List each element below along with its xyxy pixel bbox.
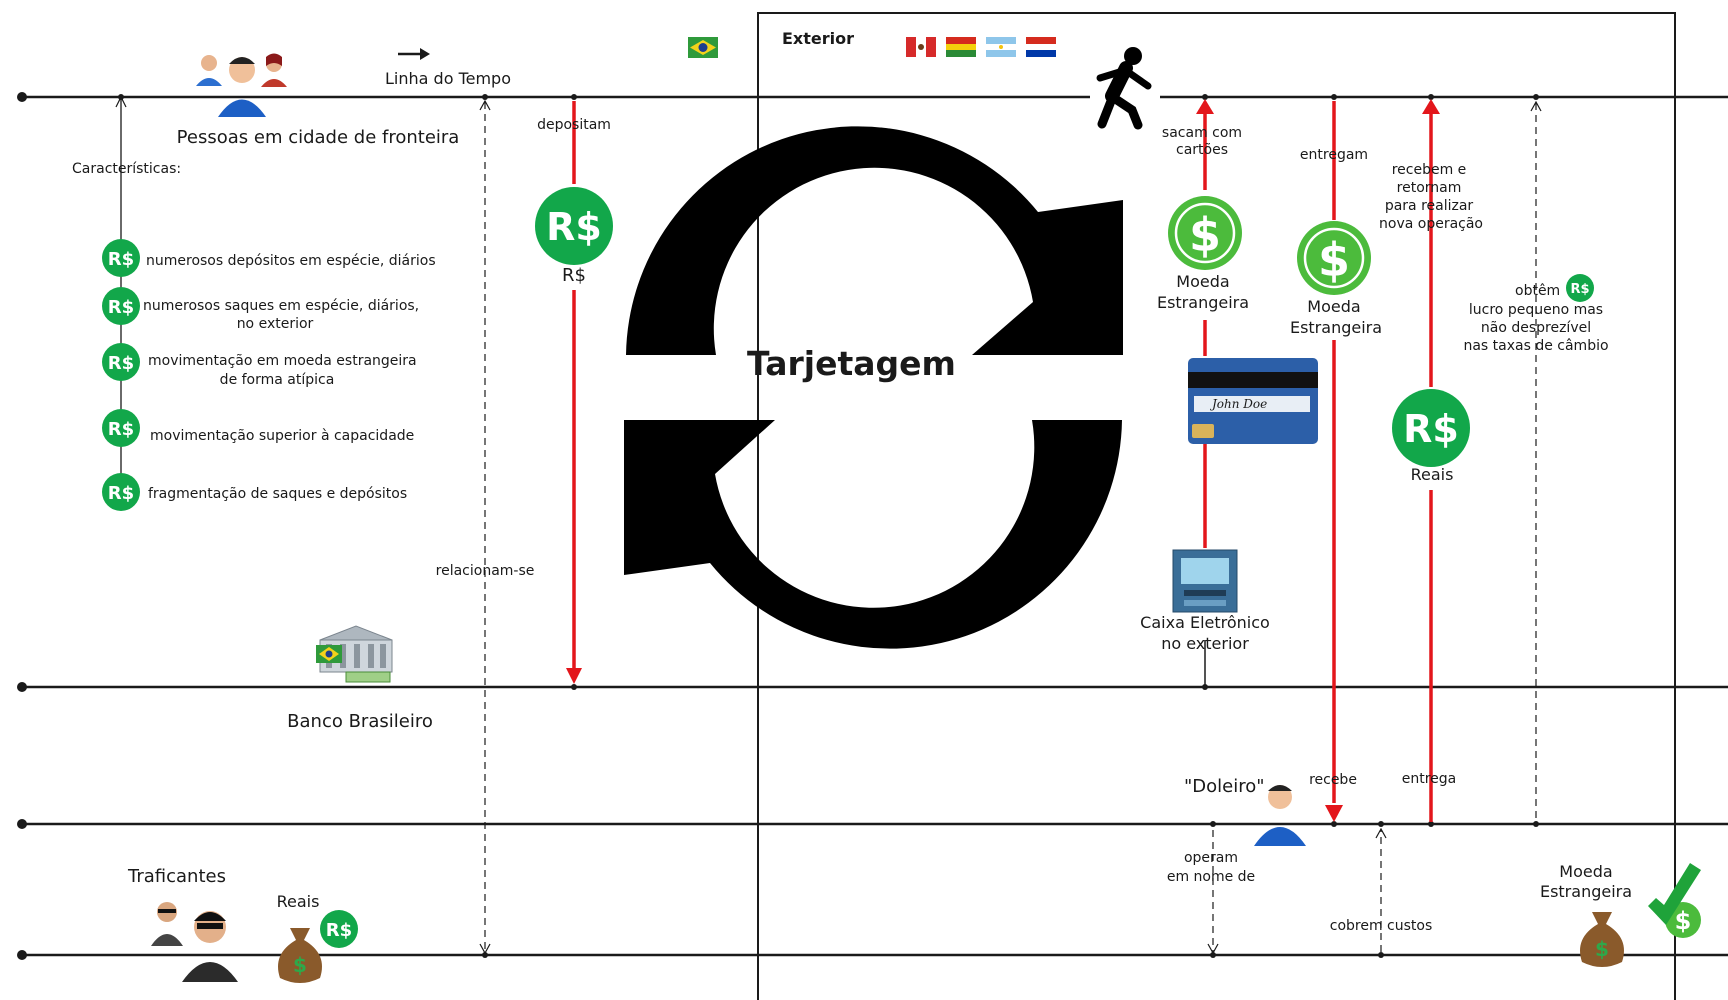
recebem-label-3: para realizar [1384, 198, 1474, 214]
diagram-title: Tarjetagem [747, 344, 956, 383]
cycle-arrows-icon [624, 126, 1123, 649]
doleiro-icon [1254, 785, 1306, 846]
svg-text:$: $ [1595, 937, 1609, 961]
characteristic-item-cont: no exterior [236, 316, 314, 332]
trafficker-icon [151, 902, 183, 946]
operam-label: operam [1183, 850, 1239, 866]
entregam-label: entregam [1299, 147, 1369, 163]
moeda-estrangeira-1-cont: Estrangeira [1156, 293, 1250, 312]
bullet-icon: R$ [102, 409, 140, 447]
obtem-label: obtêm [1515, 283, 1561, 299]
bank-label: Banco Brasileiro [287, 711, 433, 732]
recebem-label-2: retornam [1396, 180, 1462, 196]
obtem-label-2: lucro pequeno mas [1468, 302, 1604, 318]
svg-text:R$: R$ [546, 205, 602, 249]
paraguay-flag-icon [1026, 37, 1056, 57]
timeline-label: Linha do Tempo [385, 69, 511, 88]
reais-label: Reais [1410, 465, 1454, 484]
operam-label-cont: em nome de [1166, 869, 1256, 885]
money-bag-icon: $ [278, 928, 322, 983]
exterior-frame [757, 12, 1676, 1000]
characteristic-item: numerosos saques em espécie, diários, [143, 298, 420, 314]
svg-text:R$: R$ [108, 249, 134, 270]
red-arrowheads [566, 99, 1440, 822]
svg-text:R$: R$ [1570, 282, 1589, 297]
characteristic-item: movimentação superior à capacidade [150, 428, 415, 444]
atm-label: Caixa Eletrônico [1140, 613, 1270, 632]
red-flows [572, 101, 1433, 822]
svg-text:R$: R$ [108, 297, 134, 318]
argentina-flag-icon [986, 37, 1016, 57]
bolivia-flag-icon [946, 37, 976, 57]
checkmark-icon [1648, 863, 1701, 925]
credit-card-icon: John Doe [1188, 358, 1318, 444]
obtem-label-4: nas taxas de câmbio [1463, 338, 1609, 354]
svg-text:R$: R$ [108, 419, 134, 440]
rs-deposit-label: R$ [562, 265, 586, 286]
svg-text:$: $ [1318, 233, 1350, 287]
moeda-estrangeira-2-cont: Estrangeira [1289, 318, 1383, 337]
depositam-label: depositam [537, 117, 611, 133]
coin-usd-sacam: $ [1168, 196, 1242, 270]
bullet-icon: R$ [102, 473, 140, 511]
sacam-label: sacam com [1161, 125, 1243, 141]
svg-text:$: $ [1675, 907, 1692, 935]
characteristic-item: fragmentação de saques e depósitos [148, 486, 408, 502]
traffickers-label: Traficantes [128, 866, 226, 887]
peru-flag-icon [906, 37, 936, 57]
characteristic-item: numerosos depósitos em espécie, diários [146, 253, 436, 269]
coin-rs-reais: R$ [1392, 389, 1470, 467]
characteristics-heading: Características: [72, 161, 182, 177]
coin-usd-entregam: $ [1297, 221, 1371, 295]
atm-icon [1172, 549, 1238, 613]
characteristic-item-cont: de forma atípica [219, 372, 335, 388]
characteristic-item: movimentação em moeda estrangeira [148, 353, 417, 369]
junction-dots [118, 94, 1539, 958]
svg-text:$: $ [1189, 208, 1221, 262]
trafficker-boss-icon [182, 911, 238, 982]
brazil-flag-icon [688, 37, 718, 58]
recebem-label-4: nova operação [1379, 216, 1483, 232]
dashed-connectors [484, 102, 1537, 952]
svg-text:John Doe: John Doe [1209, 397, 1267, 411]
money-bag-icon: $ [1580, 912, 1624, 967]
traffickers-reais-label: Reais [276, 892, 320, 911]
obtem-label-3: não desprezível [1480, 320, 1592, 336]
characteristic-bullets: R$ R$ R$ R$ R$ [102, 239, 140, 511]
bullet-icon: R$ [102, 239, 140, 277]
lane-start-dots [17, 92, 27, 960]
running-person-icon [1096, 47, 1152, 130]
bank-building-icon [316, 625, 393, 683]
moeda-estrangeira-1: Moeda [1176, 272, 1230, 291]
final-moeda-label-cont: Estrangeira [1539, 882, 1633, 901]
relacionam-label: relacionam-se [435, 563, 535, 579]
bullet-icon: R$ [102, 287, 140, 325]
entrega-label: entrega [1401, 771, 1457, 787]
people-label: Pessoas em cidade de fronteira [176, 127, 460, 148]
svg-text:R$: R$ [108, 483, 134, 504]
coin-rs-traffickers: R$ [320, 910, 358, 948]
exterior-label: Exterior [782, 29, 855, 48]
atm-label-cont: no exterior [1161, 634, 1249, 653]
sacam-label-cont: cartões [1176, 142, 1228, 158]
final-moeda-label: Moeda [1559, 862, 1613, 881]
recebe-label: recebe [1309, 772, 1357, 788]
cobrem-label: cobrem custos [1329, 918, 1433, 934]
bullet-icon: R$ [102, 343, 140, 381]
coin-rs-deposit: R$ [535, 187, 613, 265]
svg-text:$: $ [293, 953, 307, 977]
moeda-estrangeira-2: Moeda [1307, 297, 1361, 316]
recebem-label: recebem e [1391, 162, 1467, 178]
doleiro-label: "Doleiro" [1184, 776, 1265, 797]
svg-text:R$: R$ [1403, 407, 1459, 451]
people-group-icon [196, 53, 287, 117]
svg-text:R$: R$ [326, 920, 352, 941]
svg-text:R$: R$ [108, 353, 134, 374]
coin-rs-obtem: R$ [1566, 274, 1594, 302]
